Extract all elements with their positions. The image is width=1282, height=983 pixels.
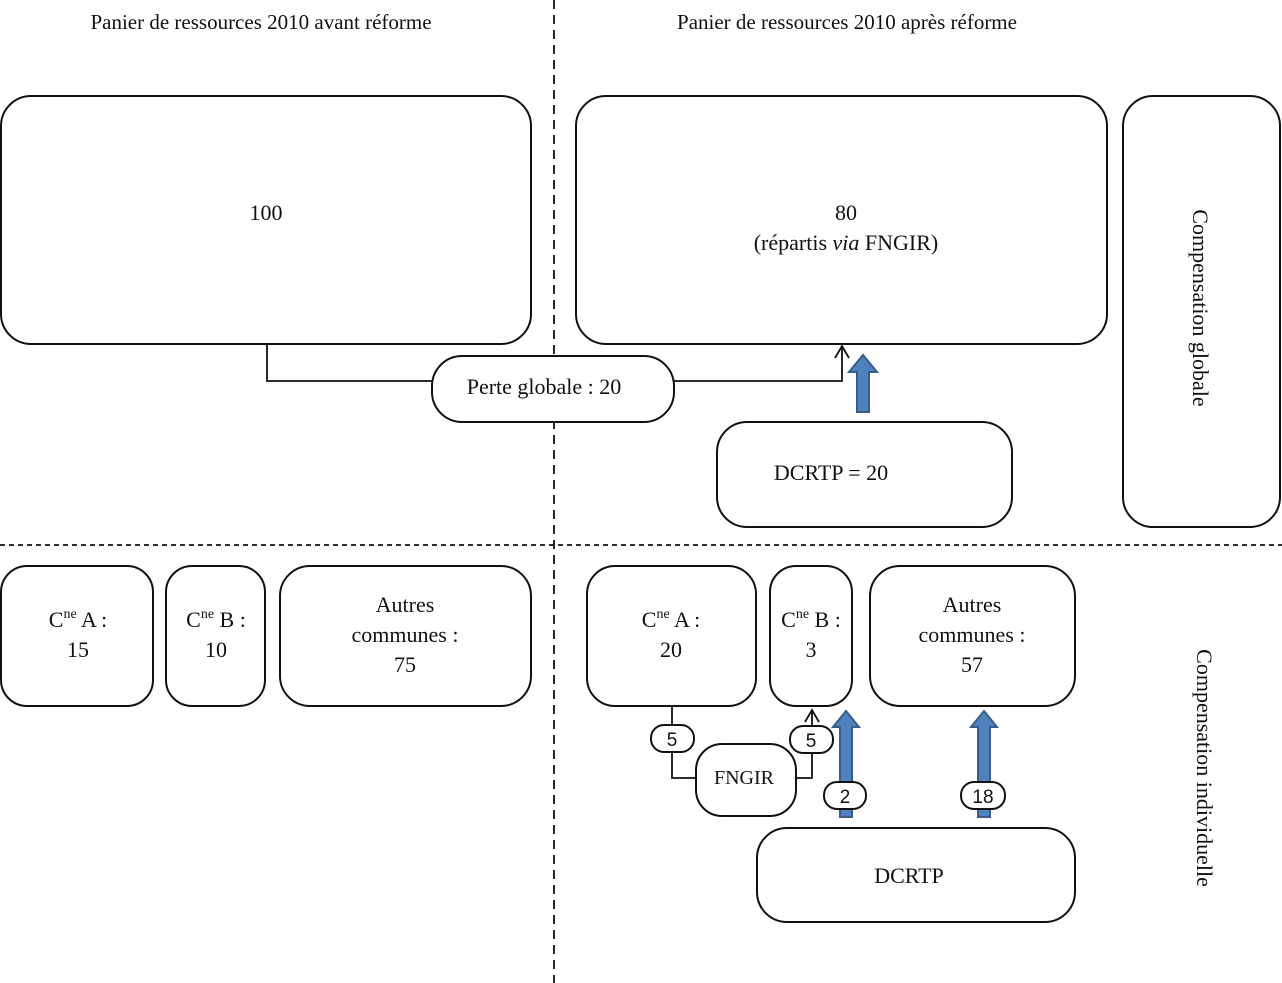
- fngir-arrowhead: [804, 708, 820, 723]
- before-other-communes-line1: Autres: [376, 592, 435, 617]
- after-other-communes-value: 57: [961, 652, 983, 677]
- before-other-communes-line2: communes :: [352, 622, 459, 647]
- after-commune-a-box: Cne A : 20: [586, 565, 757, 707]
- fngir-from-a-pill: 5: [650, 724, 695, 753]
- dcrtp-to-b-value: 2: [840, 787, 851, 808]
- loss-arrowhead: [834, 344, 850, 359]
- after-commune-a-value: 20: [660, 637, 682, 662]
- fngir-to-b-value: 5: [806, 731, 817, 752]
- dcrtp-to-others-pill: 18: [960, 781, 1006, 810]
- after-other-communes-box: Autres communes : 57: [869, 565, 1076, 707]
- global-compensation-label: Compensation globale: [1188, 209, 1213, 406]
- after-total-value: 80: [835, 200, 857, 225]
- fngir-from-a-value: 5: [667, 730, 678, 751]
- fngir-label: FNGIR: [714, 767, 775, 789]
- dcrtp-individual-box: DCRTP: [756, 827, 1076, 923]
- global-loss-box: Perte globale : 20: [431, 355, 675, 423]
- loss-connector-left: [266, 344, 434, 382]
- after-other-communes-line2: communes :: [919, 622, 1026, 647]
- individual-compensation-label: Compensation individuelle: [1192, 649, 1217, 887]
- dcrtp-global-arrow-icon: [846, 353, 880, 413]
- fngir-box: FNGIR: [695, 743, 797, 817]
- dcrtp-to-others-value: 18: [972, 787, 993, 808]
- before-other-communes-box: Autres communes : 75: [279, 565, 532, 707]
- after-other-communes-line1: Autres: [943, 592, 1002, 617]
- loss-connector-right: [672, 346, 843, 382]
- before-commune-b-value: 10: [205, 637, 227, 662]
- after-commune-b-box: Cne B : 3: [769, 565, 853, 707]
- dcrtp-individual-label: DCRTP: [874, 863, 944, 888]
- global-compensation-box: Compensation globale: [1122, 95, 1281, 528]
- after-total-box: 80 (répartis via FNGIR): [575, 95, 1108, 345]
- before-total-value: 100: [250, 200, 283, 225]
- dcrtp-global-label: DCRTP = 20: [774, 460, 888, 485]
- global-loss-label: Perte globale : 20: [467, 374, 622, 399]
- dcrtp-global-box: DCRTP = 20: [716, 421, 1013, 528]
- before-commune-a-box: Cne A : 15: [0, 565, 154, 707]
- fngir-to-b-pill: 5: [789, 725, 834, 754]
- dcrtp-to-b-pill: 2: [823, 781, 867, 810]
- after-commune-b-value: 3: [806, 637, 817, 662]
- before-commune-b-box: Cne B : 10: [165, 565, 266, 707]
- before-commune-a-value: 15: [67, 637, 89, 662]
- before-commune-b-label: Cne B :: [186, 607, 246, 632]
- before-total-box: 100: [0, 95, 532, 345]
- before-commune-a-label: Cne A :: [49, 607, 107, 632]
- after-commune-b-label: Cne B :: [781, 607, 841, 632]
- header-before: Panier de ressources 2010 avant réforme: [90, 10, 431, 34]
- after-total-note: (répartis via FNGIR): [754, 230, 939, 255]
- before-other-communes-value: 75: [394, 652, 416, 677]
- header-after: Panier de ressources 2010 après réforme: [677, 10, 1017, 34]
- after-commune-a-label: Cne A :: [642, 607, 700, 632]
